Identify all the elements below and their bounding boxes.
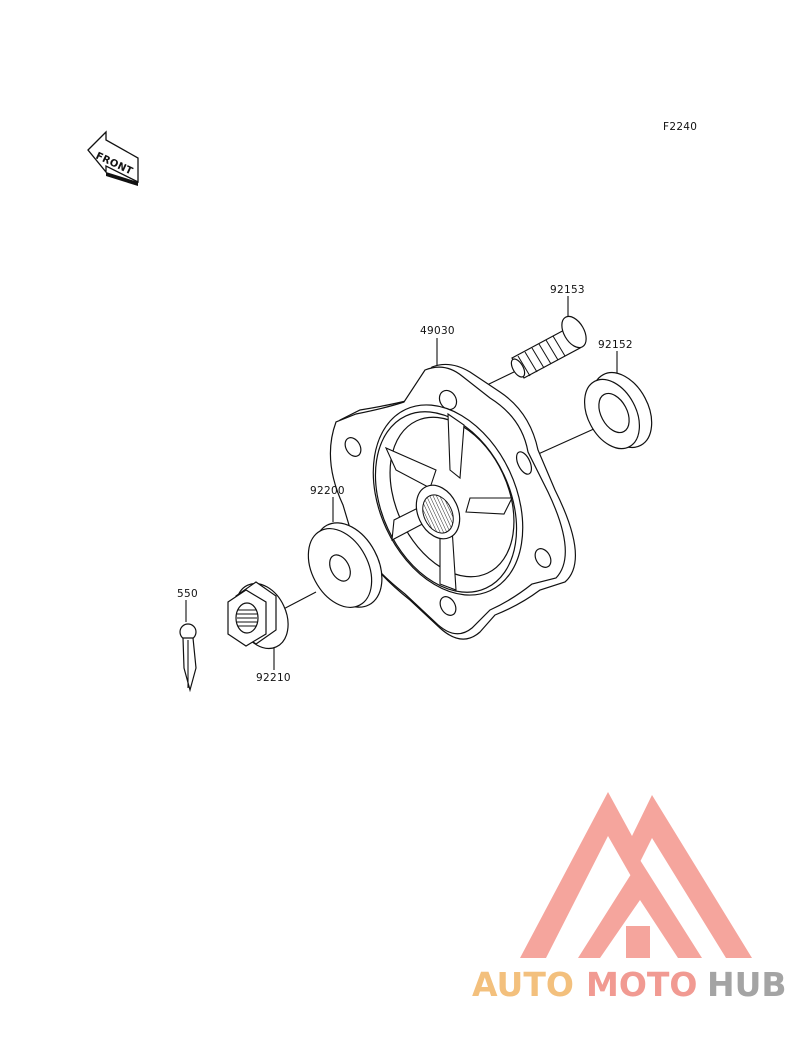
part-number-stud: 92153 bbox=[550, 284, 585, 296]
part-number-cotter-pin: 550 bbox=[177, 588, 198, 600]
part-number-oil-seal: 92152 bbox=[598, 339, 633, 351]
part-number-hub: 49030 bbox=[420, 325, 455, 337]
figure-code: F2240 bbox=[663, 121, 697, 133]
watermark-text-moto: MOTO bbox=[586, 965, 697, 1004]
part-number-washer: 92200 bbox=[310, 485, 345, 497]
hub-part bbox=[329, 363, 576, 640]
front-arrow-icon: FRONT bbox=[87, 130, 139, 186]
oil-seal-part bbox=[583, 372, 653, 450]
part-number-castle-nut: 92210 bbox=[256, 672, 291, 684]
watermark-logo: AUTO MOTO HUB bbox=[472, 792, 787, 1004]
washer-part bbox=[307, 522, 383, 608]
watermark-triangle-icon bbox=[520, 792, 752, 958]
cotter-pin-part bbox=[179, 623, 197, 693]
watermark-text-auto: AUTO bbox=[472, 965, 574, 1004]
stud-part bbox=[510, 315, 587, 379]
watermark-text-hub: HUB bbox=[707, 965, 787, 1004]
castle-nut-part bbox=[227, 581, 289, 650]
